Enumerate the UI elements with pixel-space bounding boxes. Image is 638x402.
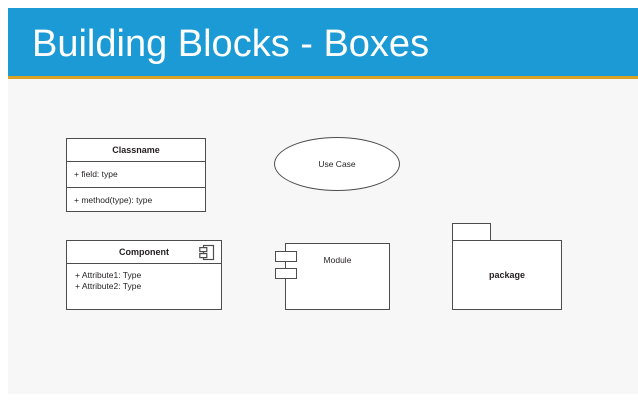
component-icon xyxy=(199,244,215,261)
use-case-label: Use Case xyxy=(318,158,356,169)
component-attribute-1: + Attribute1: Type xyxy=(75,270,142,280)
package-body: package xyxy=(452,240,562,310)
class-method-label: + method(type): type xyxy=(74,194,153,205)
module-port-tab-top xyxy=(275,251,297,262)
package-label: package xyxy=(488,270,526,280)
module-port-tab-bottom xyxy=(275,268,297,279)
uml-module-shape: Module xyxy=(275,243,390,310)
module-label-wrap: Module xyxy=(285,250,390,268)
page-title: Building Blocks - Boxes xyxy=(32,23,430,65)
uml-use-case-ellipse: Use Case xyxy=(274,137,400,191)
slide-header-band xyxy=(8,8,638,76)
module-label: Module xyxy=(323,255,352,265)
component-attribute-2: + Attribute2: Type xyxy=(75,281,142,291)
uml-class-box: Classname + field: type + method(type): … xyxy=(66,138,206,212)
uml-component-box: Component + Attribute1: Type + Attribute… xyxy=(66,240,222,310)
class-field-label: + field: type xyxy=(74,169,118,179)
component-name-label: Component xyxy=(119,247,169,257)
diagram-canvas xyxy=(8,79,638,394)
module-body xyxy=(285,243,390,310)
class-operations-compartment: + method(type): type xyxy=(67,188,205,212)
slide-header-rule xyxy=(8,76,638,79)
component-header: Component xyxy=(67,241,221,264)
class-name-compartment: Classname xyxy=(67,139,205,162)
class-attributes-compartment: + field: type xyxy=(67,162,205,188)
class-name-label: Classname xyxy=(112,145,160,155)
uml-package-shape: package xyxy=(452,223,562,310)
package-tab xyxy=(452,223,491,241)
component-attributes: + Attribute1: Type + Attribute2: Type xyxy=(67,264,221,292)
